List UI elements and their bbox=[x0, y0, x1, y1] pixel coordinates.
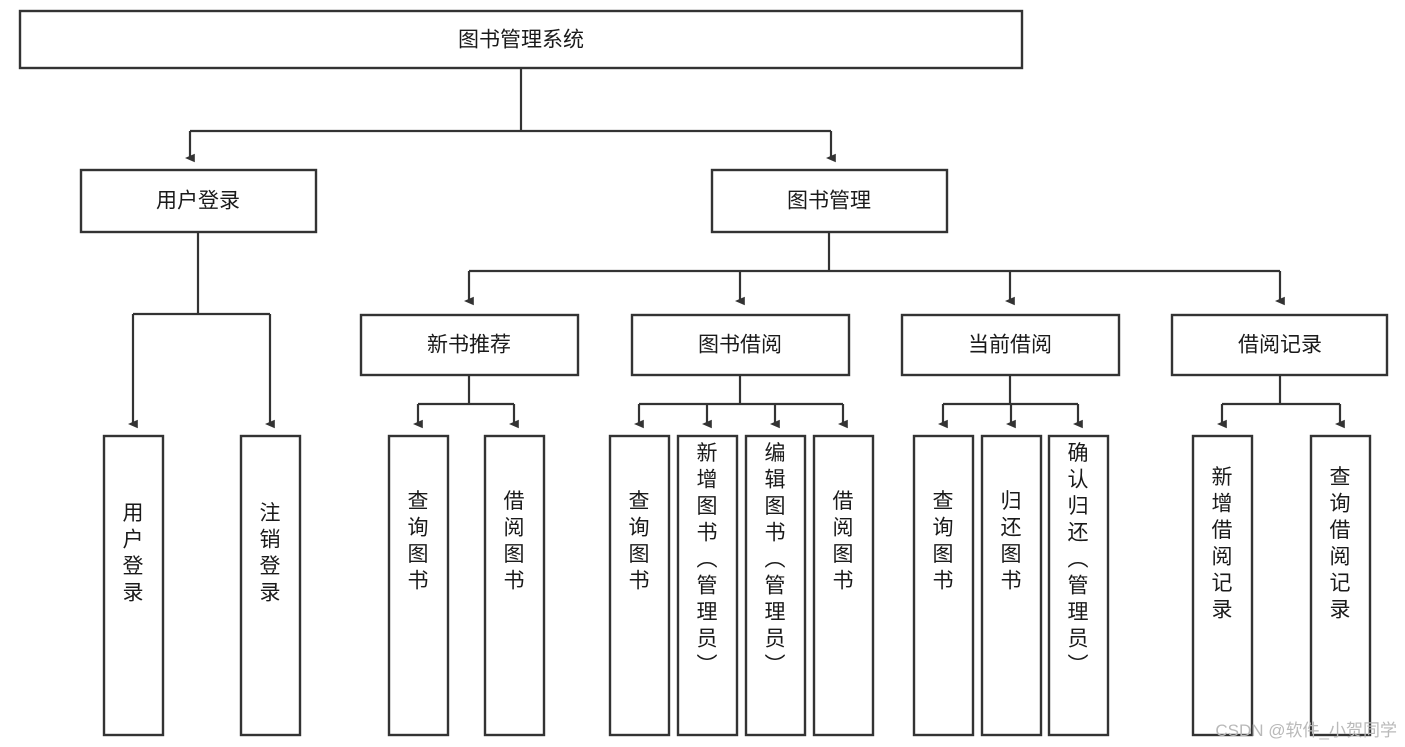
edge-group-current-borrow bbox=[938, 375, 1083, 429]
node-new-book-recommend[interactable]: 新书推荐 bbox=[359, 313, 580, 377]
node-book-management[interactable]: 图书管理 bbox=[710, 168, 949, 234]
leaf-node[interactable]: 新增图书︵管理员︶ bbox=[676, 434, 739, 737]
node-user-login[interactable]: 用户登录 bbox=[79, 168, 318, 234]
node-book-borrow[interactable]: 图书借阅 bbox=[630, 313, 851, 377]
leaf-node[interactable]: 查询图书 bbox=[912, 434, 975, 737]
node-current-borrow-label: 当前借阅 bbox=[968, 334, 1052, 357]
node-root-system[interactable]: 图书管理系统 bbox=[18, 9, 1024, 70]
edge-group-new-book-recommend bbox=[413, 375, 519, 429]
leaf-label-vertical: 归还图书 bbox=[1001, 490, 1022, 593]
leaf-node[interactable]: 编辑图书︵管理员︶ bbox=[744, 434, 807, 737]
edge-group-root bbox=[185, 68, 836, 163]
node-user-login-label: 用户登录 bbox=[156, 190, 240, 213]
node-book-borrow-label: 图书借阅 bbox=[698, 334, 782, 357]
node-book-management-label: 图书管理 bbox=[787, 190, 871, 213]
edge-group-book-borrow bbox=[634, 375, 848, 429]
leaf-label-vertical: 查询图书 bbox=[933, 490, 954, 593]
leaf-label-vertical: 编辑图书︵管理员︶ bbox=[765, 442, 786, 677]
leaf-node[interactable]: 借阅图书 bbox=[483, 434, 546, 737]
csdn-watermark: CSDN @软件_小贺同学 bbox=[1215, 721, 1397, 740]
leaf-label-vertical: 借阅图书 bbox=[833, 490, 854, 593]
leaf-node[interactable]: 新增借阅记录 bbox=[1191, 434, 1254, 737]
leaf-label-vertical: 新增借阅记录 bbox=[1212, 466, 1233, 622]
leaf-node[interactable]: 注销登录 bbox=[239, 434, 302, 737]
leaf-node[interactable]: 查询图书 bbox=[387, 434, 450, 737]
node-root-label: 图书管理系统 bbox=[458, 29, 584, 52]
leaf-label-vertical: 确认归还︵管理员︶ bbox=[1068, 442, 1089, 677]
node-borrow-records[interactable]: 借阅记录 bbox=[1170, 313, 1389, 377]
node-current-borrow[interactable]: 当前借阅 bbox=[900, 313, 1121, 377]
leaf-node[interactable]: 用户登录 bbox=[102, 434, 165, 737]
node-borrow-records-label: 借阅记录 bbox=[1238, 334, 1322, 357]
edge-group-borrow-records bbox=[1217, 375, 1345, 429]
edge-group-user-login bbox=[128, 232, 275, 429]
leaf-node[interactable]: 确认归还︵管理员︶ bbox=[1047, 434, 1110, 737]
leaf-node[interactable]: 借阅图书 bbox=[812, 434, 875, 737]
leaf-label-vertical: 用户登录 bbox=[123, 502, 144, 605]
leaf-node[interactable]: 查询借阅记录 bbox=[1309, 434, 1372, 737]
edge-group-book-management bbox=[464, 232, 1285, 306]
leaf-node[interactable]: 查询图书 bbox=[608, 434, 671, 737]
leaf-label-vertical: 查询图书 bbox=[408, 490, 429, 593]
leaf-label-vertical: 借阅图书 bbox=[504, 490, 525, 593]
leaf-node[interactable]: 归还图书 bbox=[980, 434, 1043, 737]
node-new-book-recommend-label: 新书推荐 bbox=[427, 334, 511, 357]
leaf-label-vertical: 注销登录 bbox=[260, 502, 281, 605]
leaf-label-vertical: 新增图书︵管理员︶ bbox=[697, 442, 718, 677]
leaf-label-vertical: 查询图书 bbox=[629, 490, 650, 593]
leaf-label-vertical: 查询借阅记录 bbox=[1330, 466, 1351, 622]
